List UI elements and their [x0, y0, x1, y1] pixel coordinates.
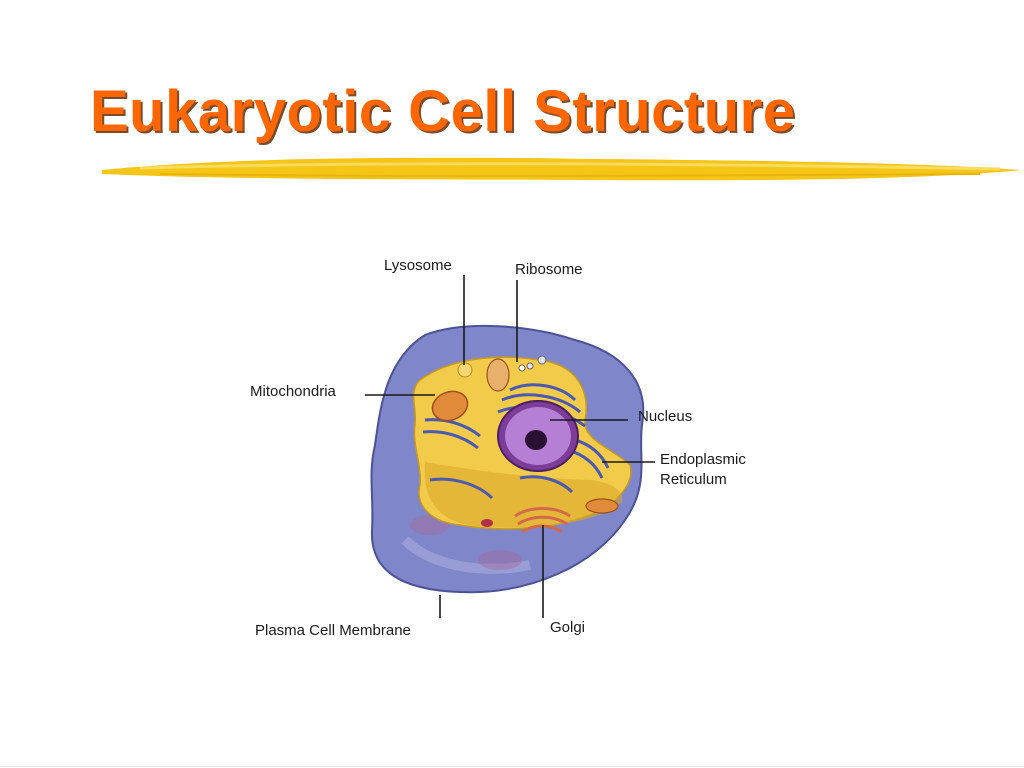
- slide-title: Eukaryotic Cell Structure: [90, 79, 796, 144]
- title-underline-brush-stroke: [102, 157, 1022, 181]
- cell-illustration: [370, 324, 645, 594]
- lysosome: [457, 362, 473, 378]
- label-plasma-membrane: Plasma Cell Membrane: [255, 622, 411, 639]
- footer-divider: [0, 766, 1024, 767]
- label-lysosome: Lysosome: [384, 257, 452, 274]
- golgi: [514, 507, 571, 534]
- label-nucleus: Nucleus: [638, 408, 692, 425]
- label-endoplasmic: Endoplasmic: [660, 451, 746, 468]
- mitochondria: [431, 358, 619, 514]
- nucleus: [497, 400, 579, 472]
- leader-lines: [365, 275, 655, 618]
- cell-diagram: Lysosome Ribosome Mitochondria Nucleus E…: [250, 257, 746, 639]
- label-mitochondria: Mitochondria: [250, 383, 337, 400]
- label-reticulum: Reticulum: [660, 471, 727, 488]
- label-golgi: Golgi: [550, 619, 585, 636]
- ribosome: [518, 364, 526, 372]
- label-ribosome: Ribosome: [515, 261, 583, 278]
